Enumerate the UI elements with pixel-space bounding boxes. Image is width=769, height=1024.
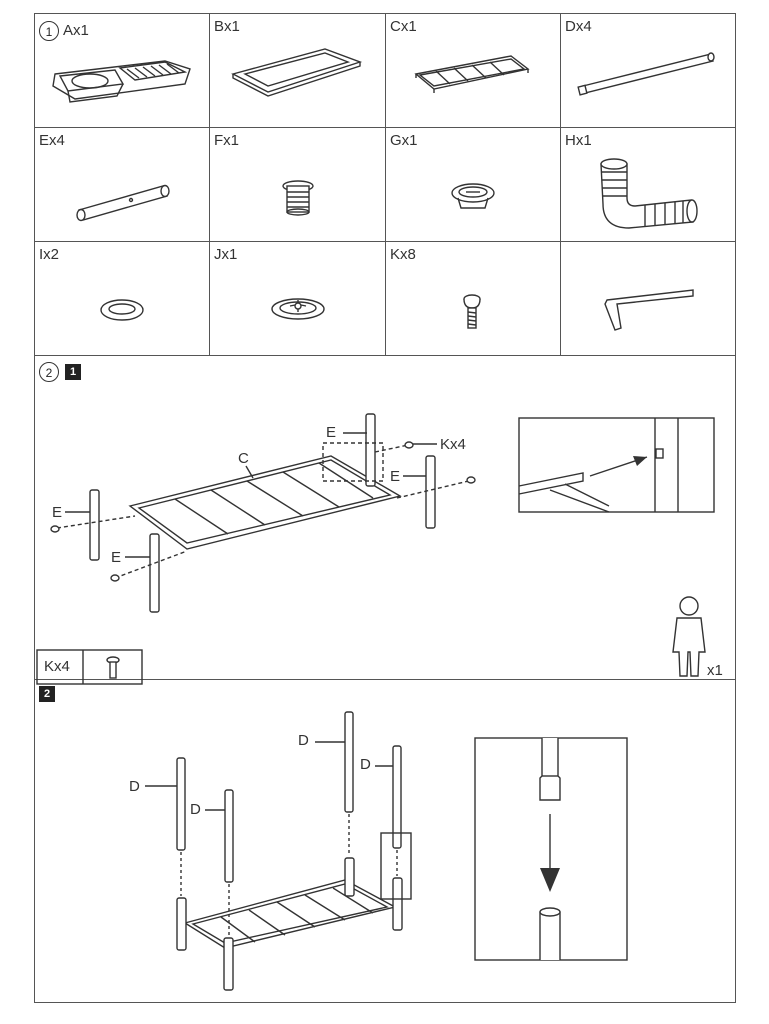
callout-d: D xyxy=(360,756,371,773)
part-cell-b: Bx1 xyxy=(210,14,386,128)
part-cell-e: Ex4 xyxy=(35,128,210,242)
substep-number-2: 2 xyxy=(39,686,55,702)
part-label: Jx1 xyxy=(214,246,238,263)
part-cell-h: Hx1 xyxy=(561,128,735,242)
part-cell-k: Kx8 xyxy=(386,242,561,356)
part-label: Bx1 xyxy=(214,18,240,35)
step-panel-frame-assembly: 2 1 xyxy=(35,356,735,685)
callout-e: E xyxy=(390,468,401,485)
part-cell-wrench xyxy=(561,242,735,356)
part-label: Fx1 xyxy=(214,132,240,149)
part-cell-a: 1 Ax1 xyxy=(35,14,210,128)
part-label: Dx4 xyxy=(565,18,592,35)
callout-d: D xyxy=(190,801,201,818)
instruction-sheet: 1 Ax1 Bx1 Cx1 Dx4 xyxy=(34,13,736,1003)
screw-icon xyxy=(463,294,481,329)
step-panel-legs: 2 xyxy=(35,680,735,1002)
part-cell-d: Dx4 xyxy=(561,14,735,128)
callout-e: E xyxy=(52,504,63,521)
part-cell-j: Jx1 xyxy=(210,242,386,356)
legs-assembly-diagram xyxy=(145,711,628,991)
callout-e: E xyxy=(111,549,122,566)
frame-assembly-diagram xyxy=(36,413,715,685)
callout-e: E xyxy=(326,424,337,441)
drain-plate-icon xyxy=(271,298,325,320)
callout-d: D xyxy=(129,778,140,795)
part-label: Kx8 xyxy=(390,246,416,263)
sink-icon xyxy=(52,60,191,103)
part-label: Ex4 xyxy=(39,132,65,149)
callout-d: D xyxy=(298,732,309,749)
drain-fitting-icon xyxy=(282,180,314,216)
part-cell-f: Fx1 xyxy=(210,128,386,242)
part-cell-c: Cx1 xyxy=(386,14,561,128)
callout-k: Kx4 xyxy=(440,436,466,453)
flexible-hose-icon xyxy=(600,158,698,229)
callout-c: C xyxy=(238,450,249,467)
part-label: Ix2 xyxy=(39,246,60,263)
shelf-frame-icon xyxy=(414,55,530,93)
washer-ring-icon xyxy=(100,299,144,321)
gasket-frame-icon xyxy=(231,48,363,97)
persons-count: x1 xyxy=(707,662,723,679)
part-label: Ax1 xyxy=(63,22,89,39)
step-number-1: 1 xyxy=(39,21,59,41)
part-label: Hx1 xyxy=(565,132,592,149)
part-label: Cx1 xyxy=(390,18,417,35)
step-number-2: 2 xyxy=(39,362,59,382)
leg-tube-icon xyxy=(577,52,715,96)
substep-number-1: 1 xyxy=(65,364,81,380)
part-label: Gx1 xyxy=(390,132,418,149)
strainer-icon xyxy=(451,183,495,209)
part-cell-i: Ix2 xyxy=(35,242,210,356)
upper-leg-icon xyxy=(76,184,170,222)
hardware-box-label: Kx4 xyxy=(44,658,70,675)
hex-key-icon xyxy=(604,289,694,331)
part-cell-g: Gx1 xyxy=(386,128,561,242)
